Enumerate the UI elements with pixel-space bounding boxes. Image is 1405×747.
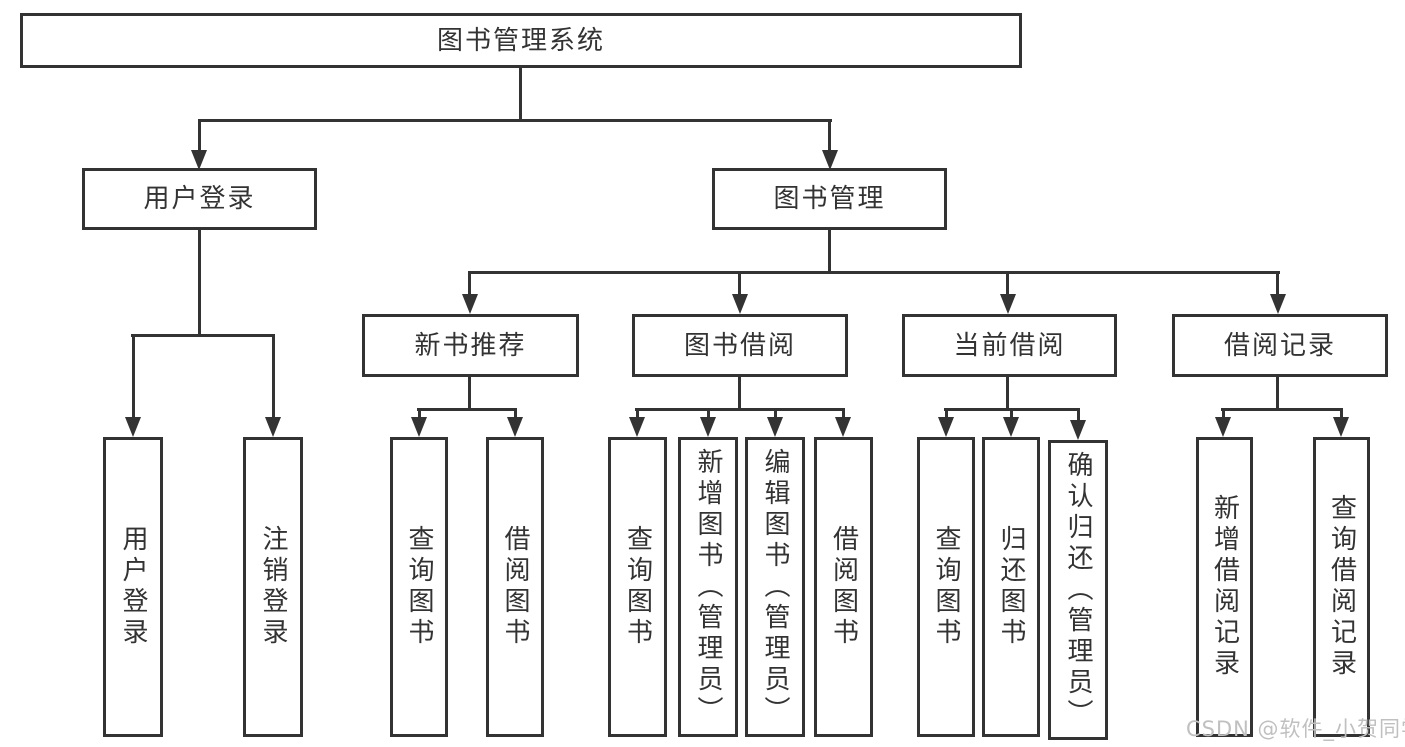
arrow-down-icon bbox=[629, 417, 645, 437]
node-label: 用户登录 bbox=[143, 184, 256, 214]
leaf-label: 借阅图书 bbox=[500, 525, 530, 649]
connector-branch-book-management bbox=[828, 121, 831, 152]
connector-group-rail bbox=[635, 408, 845, 411]
connector-branch-leaf bbox=[272, 337, 275, 417]
leaf-label: 查询图书 bbox=[622, 525, 653, 649]
connector-root-stem bbox=[519, 68, 522, 121]
connector-group-rail bbox=[1221, 408, 1343, 411]
leaf-label: 用户登录 bbox=[118, 525, 148, 649]
leaf-label: 注销登录 bbox=[258, 525, 288, 649]
arrow-down-icon bbox=[732, 294, 748, 314]
connector-group-stem bbox=[468, 377, 471, 410]
arrow-down-icon bbox=[507, 417, 523, 437]
connector-branch-leaf bbox=[945, 410, 948, 419]
leaf-edit-book-admin: 编辑图书（管理员） bbox=[745, 437, 805, 737]
arrow-down-icon bbox=[938, 417, 954, 437]
arrow-down-icon bbox=[700, 417, 716, 437]
connector-branch-user-login bbox=[198, 121, 201, 152]
leaf-label: 新增借阅记录 bbox=[1209, 494, 1240, 680]
connector-user-login-stem bbox=[198, 230, 201, 336]
node-user-login: 用户登录 bbox=[82, 168, 317, 230]
connector-branch-leaf bbox=[707, 410, 710, 419]
node-label: 当前借阅 bbox=[953, 330, 1066, 361]
node-new-book-recommendation: 新书推荐 bbox=[362, 314, 579, 377]
connector-level3-rail bbox=[468, 271, 1280, 274]
leaf-return-book: 归还图书 bbox=[982, 437, 1040, 737]
leaf-label: 确认归还（管理员） bbox=[1063, 450, 1093, 730]
connector-branch-leaf bbox=[418, 410, 421, 419]
leaf-query-books-2: 查询图书 bbox=[608, 437, 667, 737]
node-label: 图书管理系统 bbox=[436, 25, 605, 56]
leaf-borrow-books-2: 借阅图书 bbox=[814, 437, 873, 737]
arrow-down-icon bbox=[767, 417, 783, 437]
arrow-down-icon bbox=[1070, 420, 1086, 440]
arrow-down-icon bbox=[1333, 417, 1349, 437]
connector-branch-leaf bbox=[1010, 410, 1013, 419]
arrow-down-icon bbox=[265, 417, 281, 437]
connector-branch-level3 bbox=[1006, 273, 1009, 296]
node-label: 新书推荐 bbox=[414, 330, 527, 361]
connector-branch-leaf bbox=[1340, 410, 1343, 419]
watermark: CSDN @软件_小贺同学 bbox=[1186, 717, 1405, 741]
connector-branch-leaf bbox=[514, 410, 517, 419]
connector-group-stem bbox=[1276, 377, 1279, 410]
leaf-logout: 注销登录 bbox=[243, 437, 303, 737]
leaf-query-books-3: 查询图书 bbox=[917, 437, 975, 737]
connector-branch-level3 bbox=[468, 273, 471, 296]
node-book-borrowing: 图书借阅 bbox=[632, 314, 848, 377]
arrow-down-icon bbox=[1215, 417, 1231, 437]
leaf-query-books-1: 查询图书 bbox=[390, 437, 448, 737]
connector-user-login-rail bbox=[131, 334, 275, 337]
arrow-down-icon bbox=[125, 417, 141, 437]
connector-branch-leaf bbox=[132, 337, 135, 417]
leaf-query-borrow-record: 查询借阅记录 bbox=[1313, 437, 1370, 737]
arrow-down-icon bbox=[411, 417, 427, 437]
leaf-label: 查询借阅记录 bbox=[1326, 494, 1357, 680]
leaf-label: 新增图书（管理员） bbox=[693, 447, 723, 727]
connector-branch-level3 bbox=[738, 273, 741, 296]
leaf-confirm-return-admin: 确认归还（管理员） bbox=[1048, 440, 1108, 740]
connector-branch-leaf bbox=[1077, 410, 1080, 422]
leaf-user-login: 用户登录 bbox=[103, 437, 163, 737]
arrow-down-icon bbox=[191, 150, 207, 170]
connector-branch-leaf bbox=[842, 410, 845, 419]
connector-branch-level3 bbox=[1276, 273, 1279, 296]
arrow-down-icon bbox=[822, 150, 838, 170]
node-book-management: 图书管理 bbox=[712, 168, 947, 230]
leaf-label: 查询图书 bbox=[931, 525, 961, 649]
connector-branch-leaf bbox=[774, 410, 777, 419]
leaf-add-borrow-record: 新增借阅记录 bbox=[1196, 437, 1253, 737]
connector-group-rail bbox=[944, 408, 1080, 411]
node-label: 图书借阅 bbox=[683, 330, 796, 361]
arrow-down-icon bbox=[1000, 294, 1016, 314]
arrow-down-icon bbox=[1270, 294, 1286, 314]
connector-branch-leaf bbox=[636, 410, 639, 419]
leaf-add-book-admin: 新增图书（管理员） bbox=[678, 437, 738, 737]
leaf-borrow-books-1: 借阅图书 bbox=[486, 437, 544, 737]
connector-group-stem bbox=[1006, 377, 1009, 410]
node-label: 图书管理 bbox=[773, 184, 886, 214]
node-label: 借阅记录 bbox=[1223, 330, 1336, 361]
node-borrowing-records: 借阅记录 bbox=[1172, 314, 1388, 377]
connector-branch-leaf bbox=[1222, 410, 1225, 419]
node-root: 图书管理系统 bbox=[20, 13, 1022, 68]
connector-level2-rail bbox=[198, 119, 832, 122]
arrow-down-icon bbox=[1003, 417, 1019, 437]
leaf-label: 归还图书 bbox=[996, 525, 1026, 649]
connector-group-stem bbox=[738, 377, 741, 410]
leaf-label: 借阅图书 bbox=[828, 525, 859, 649]
leaf-label: 编辑图书（管理员） bbox=[760, 447, 790, 727]
node-current-borrowing: 当前借阅 bbox=[902, 314, 1117, 377]
arrow-down-icon bbox=[835, 417, 851, 437]
leaf-label: 查询图书 bbox=[404, 525, 434, 649]
connector-group-rail bbox=[417, 408, 517, 411]
connector-book-management-stem bbox=[828, 230, 831, 273]
arrow-down-icon bbox=[462, 294, 478, 314]
